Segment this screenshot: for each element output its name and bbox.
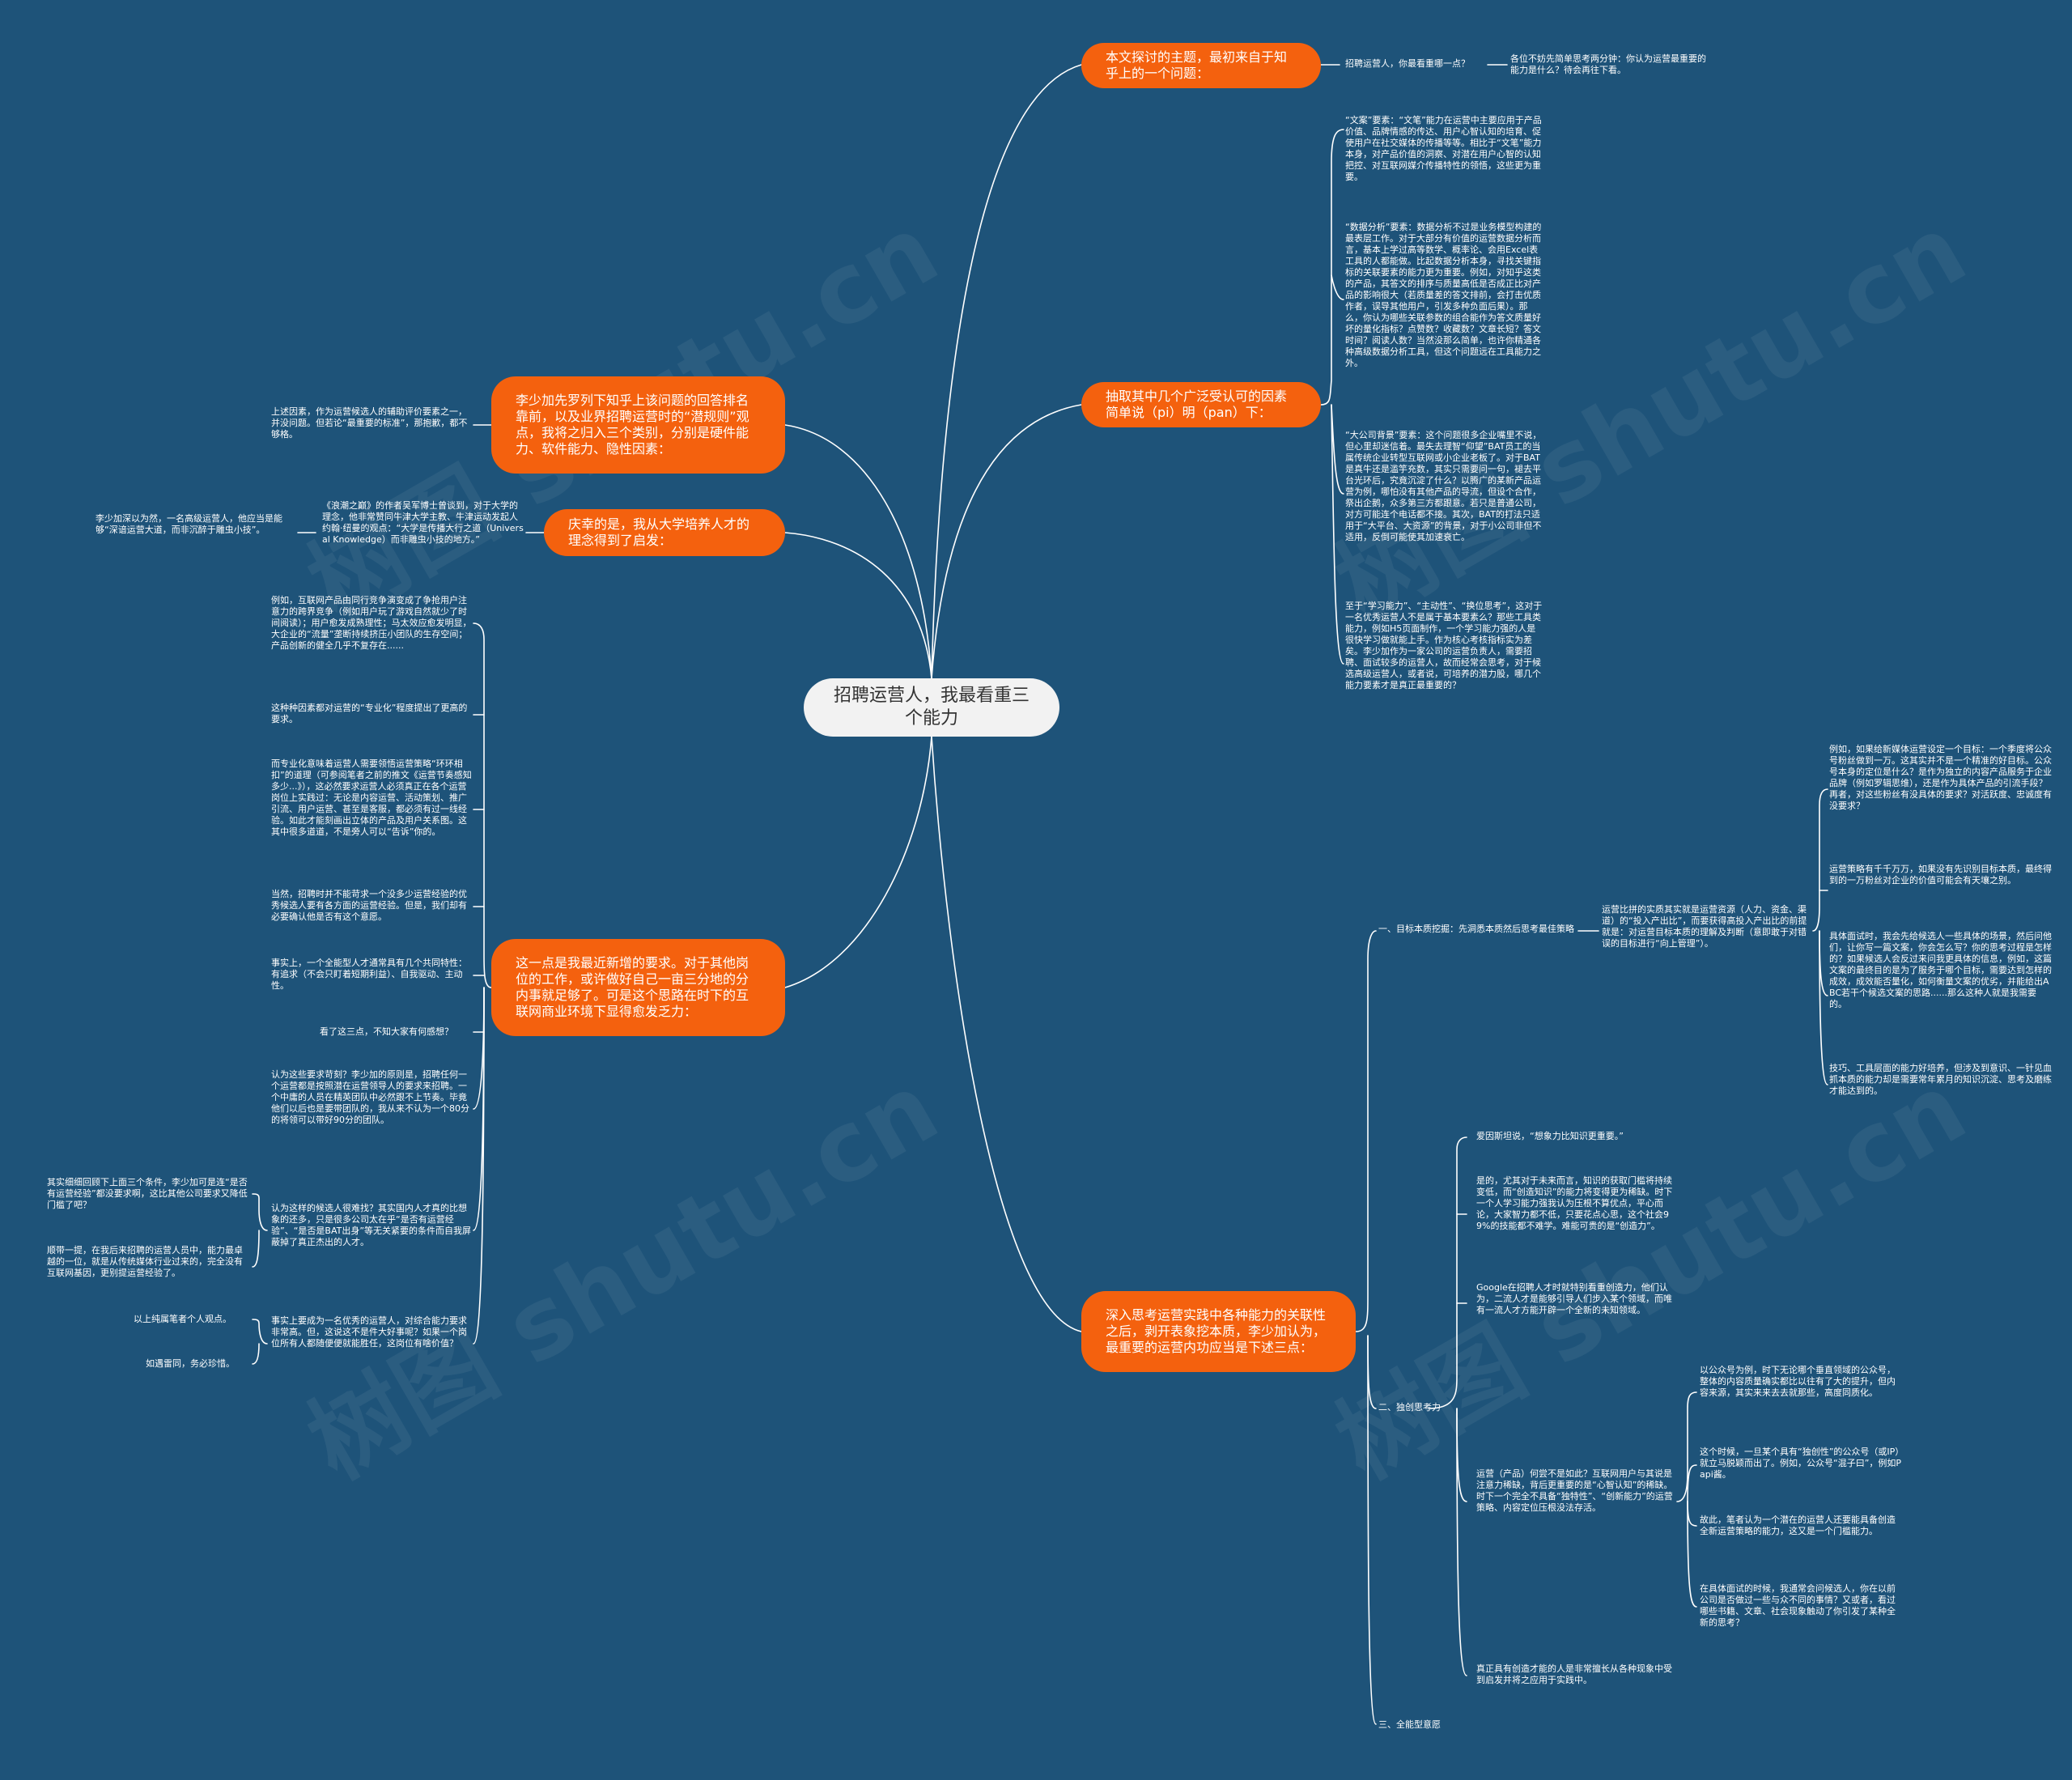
link-c1-e3 [1819, 930, 1828, 996]
link-b6-n7 [473, 987, 485, 1110]
note-lower-threshold: 其实细细回顾下上面三个条件，李少加可是连“是否有运营经验”都没要求啊，这比其他公… [47, 1177, 248, 1210]
note-traditional-media: 顺带一提，在我后来招聘的运营人员中，能力最卓越的一位，就是从传统媒体行业过来的，… [47, 1245, 243, 1278]
link-b2-n2 [1331, 274, 1344, 300]
note-question: 招聘运营人，你最看重哪一点？ [1345, 58, 1470, 69]
link-root-b3 [931, 736, 1082, 1332]
note-cherish: 如遇雷同，务必珍惜。 [146, 1358, 235, 1369]
link-c2-a4-bracket [1676, 1391, 1697, 1502]
note-goal-interview: 具体面试时，我会先给候选人一些具体的场景，然后问他们，让你写一篇文案，你会怎么写… [1829, 931, 2052, 1009]
note-high-demand: 事实上要成为一名优秀的运营人，对综合能力要求非常高。但，这说这不是件大好事呢？如… [271, 1315, 467, 1349]
link-root-b4 [784, 424, 932, 679]
link-root-b6 [784, 736, 932, 988]
note-traits: 事实上，一个全能型人才通常具有几个共同特性：有追求（不会只盯着短期利益）、自我驱… [271, 958, 467, 991]
note-professional: 这种种因素都对运营的“专业化”程度提出了更高的要求。 [271, 703, 468, 724]
note-operation-product: 运营（产品）何尝不是如此？互联网用户与其说是注意力稀缺，背后更重要的是“心智认知… [1476, 1468, 1673, 1513]
note-goal-essence-detail: 运营比拼的实质其实就是运营资源（人力、资金、渠道）的“投入产出比”，而要获得高投… [1602, 904, 1807, 949]
note-all-round-will: 三、全能型意愿 [1378, 1719, 1441, 1730]
link-c2-a4 [1456, 1408, 1467, 1502]
link-b2-n4 [1331, 404, 1344, 665]
link-b3-bracket [1355, 930, 1377, 1332]
link-c2-a4-s4 [1687, 1501, 1697, 1608]
note-harsh-requirements: 认为这些要求苛刻？李少加的原则是，招聘任何一个运营都是按照潜在运营领导人的要求来… [271, 1069, 469, 1125]
link-c2-a4-s3 [1687, 1501, 1697, 1527]
link-b6-n9-b [252, 1343, 260, 1365]
note-interview-question: 在具体面试的时候，我通常会问候选人，你在以前公司是否做过一些与众不同的事情？又或… [1700, 1583, 1896, 1628]
note-auxiliary-factors: 上述因素，作为运营候选人的辅助评价要素之一，并没问题。但若论“最重要的标准”，那… [271, 406, 468, 440]
note-data-analysis: “数据分析”要素：数据分析不过是业务模型构建的最表层工作。对于大部分有价值的运营… [1345, 222, 1542, 368]
link-c2-a5 [1456, 1408, 1467, 1676]
note-goal-example: 例如，如果给新媒体运营设定一个目标：一个季度将公众号粉丝做到一万。这其实并不是一… [1829, 744, 2052, 811]
note-thoughts: 看了这三点，不知大家有何感想？ [320, 1026, 453, 1037]
note-learning: 至于“学习能力”、“主动性”、“换位思考”，这对于一名优秀运营人不是属于基本要素… [1345, 601, 1543, 690]
note-competition: 例如，互联网产品由同行竞争演变成了争抢用户注意力的跨界竞争（例如用户玩了游戏自然… [271, 595, 472, 651]
branch-zhihu-answers[interactable]: 李少加先罗列下知乎上该问题的回答排名靠前，以及业界招聘运营时的“潜规则”观点，我… [491, 376, 785, 474]
root-topic[interactable]: 招聘运营人，我最看重三个能力 [804, 678, 1059, 737]
branch-common-factors[interactable]: 抽取其中几个广泛受认可的因素简单说（pi）明（pan）下： [1081, 382, 1321, 427]
note-personal-view: 以上纯属笔者个人观点。 [134, 1314, 231, 1324]
note-hands-on: 而专业化意味着运营人需要领悟运营策略“环环相扣”的道理（可参阅笔者之前的推文《运… [271, 758, 472, 837]
note-official-account: 以公众号为例，时下无论哪个垂直领域的公众号，整体的内容质量确实都比以往有了大的提… [1700, 1365, 1896, 1398]
note-creativity: 是的，尤其对于未来而言，知识的获取门槛将持续变低，而“创造知识”的能力将变得更为… [1476, 1175, 1673, 1231]
link-b6-n8-bracket [252, 1193, 268, 1231]
note-einstein: 爱因斯坦说，“想象力比知识更重要。” [1476, 1131, 1624, 1141]
link-c2-a4-s2 [1687, 1464, 1697, 1502]
link-c2-bracket [1428, 1136, 1467, 1409]
note-answer-hint: 各位不妨先简单思考两分钟：你认为运营最重要的能力是什么？待会再往下看。 [1510, 53, 1706, 75]
branch-topic-question[interactable]: 本文探讨的主题，最初来自于知乎上的一个问题： [1081, 43, 1321, 88]
link-b6-bracket [473, 622, 492, 988]
note-real-creator: 真正具有创造才能的人是非常擅长从各种现象中受到启发并将之应用于实践中。 [1476, 1663, 1672, 1685]
note-new-strategy: 故此，笔者认为一个潜在的运营人还要能具备创造全新运营策略的能力，这又是一个门槛能… [1700, 1514, 1896, 1536]
note-unique-ip: 这个时候，一旦某个具有“独创性”的公众号（或IP）就立马脱颖而出了。例如，公众号… [1700, 1447, 1902, 1480]
note-copywriting: “文案”要素：“文笔”能力在运营中主要应用于产品价值、品牌情感的传达、用户心智认… [1345, 115, 1542, 182]
branch-university-idea[interactable]: 庆幸的是，我从大学培养人才的理念得到了启发： [544, 509, 785, 556]
link-root-b1 [931, 64, 1082, 679]
note-big-company: “大公司背景”要素：这个问题很多企业嘴里不说，但心里却迷信着。最失去理智“仰望”… [1345, 430, 1542, 542]
note-goal-skills: 技巧、工具层面的能力好培养，但涉及到意识、一针见血抓本质的能力却是需要常年累月的… [1829, 1063, 2052, 1096]
link-c1-e4 [1819, 930, 1828, 1085]
note-hard-to-find: 认为这样的候选人很难找？其实国内人才真的比想象的还多，只是很多公司太在乎“是否有… [271, 1203, 472, 1247]
link-root-b5 [784, 532, 932, 679]
link-b2-bracket [1320, 129, 1344, 406]
link-c1-bracket [1812, 788, 1828, 932]
note-original-thinking: 二、独创思考力 [1378, 1402, 1441, 1413]
link-b6-n9-bracket [252, 1319, 268, 1345]
note-goal-essence: 一、目标本质挖掘：先洞悉本质然后思考最佳策略 [1378, 924, 1574, 934]
link-b6-n9 [473, 987, 485, 1345]
note-senior-operator: 李少加深以为然，一名高级运营人，他应当是能够“深谙运营大道，而非沉醉于雕虫小技”… [96, 513, 282, 535]
branch-core-abilities[interactable]: 深入思考运营实践中各种能力的关联性之后，剥开表象挖本质，李少加认为，最重要的运营… [1081, 1291, 1356, 1372]
note-wave-peak: 《浪潮之巅》的作者吴军博士曾谈到，对于大学的理念，他非常赞同牛津大学主教、牛津运… [322, 500, 524, 545]
note-goal-strategy: 运营策略有千千万万，如果没有先识别目标本质，最终得到的一万粉丝对企业的价值可能会… [1829, 864, 2052, 886]
link-b3-c3 [1367, 1335, 1377, 1725]
branch-all-round[interactable]: 这一点是我最近新增的要求。对于其他岗位的工作，或许做好自己一亩三分地的分内事就足… [491, 939, 785, 1036]
link-root-b2 [931, 404, 1082, 679]
link-b6-n8-b [252, 1230, 260, 1268]
link-b3-c2 [1367, 1335, 1377, 1409]
note-willingness: 当然，招聘时并不能苛求一个没多少运营经验的优秀候选人要有各方面的运营经验。但是，… [271, 889, 467, 922]
note-google: Google在招聘人才时就特别看重创造力，他们认为，二流人才是能够引导人们步入某… [1476, 1282, 1672, 1315]
